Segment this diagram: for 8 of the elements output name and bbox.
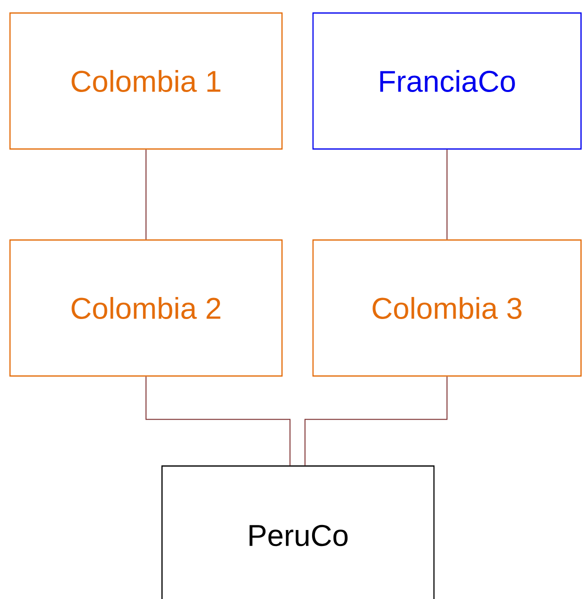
entity-box: Colombia 3 — [312, 239, 582, 377]
entity-box: PeruCo — [161, 465, 435, 599]
connector-line — [146, 376, 290, 466]
connector-line — [304, 376, 448, 466]
entity-box: Colombia 1 — [9, 12, 283, 150]
entity-box: FranciaCo — [312, 12, 582, 150]
entity-box: Colombia 2 — [9, 239, 283, 377]
connector-line — [446, 149, 448, 240]
